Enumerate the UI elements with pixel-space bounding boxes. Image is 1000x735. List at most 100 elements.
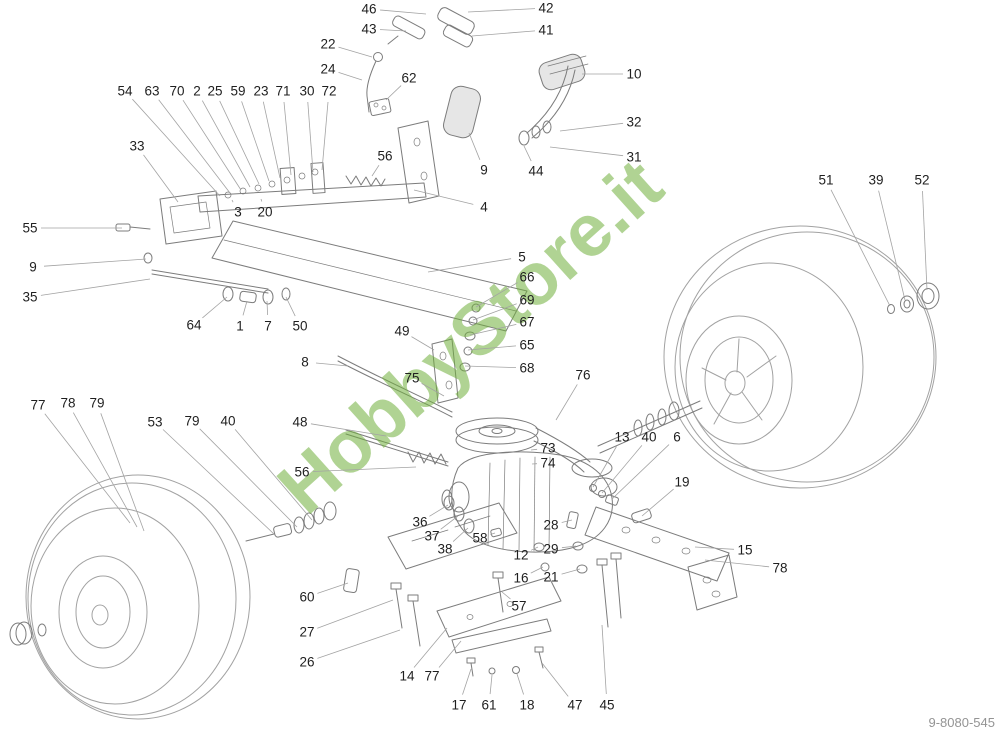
bolt-47	[534, 646, 544, 653]
callout-36-61: 36	[412, 515, 427, 530]
leader-line-39-45	[878, 190, 906, 301]
callout-75-42: 75	[404, 371, 419, 386]
callout-50-37: 50	[292, 319, 307, 334]
leader-line-65-39	[467, 345, 517, 351]
callout-14-76: 14	[399, 669, 415, 684]
bolt-17	[466, 657, 476, 664]
callout-25-12: 25	[207, 84, 222, 99]
leader-line-40-57	[601, 445, 643, 494]
leader-line-50-37	[285, 296, 296, 317]
callout-73-54: 73	[540, 441, 555, 456]
left-bracket-assembly	[115, 168, 319, 305]
brake-pedal-assembly	[518, 53, 589, 146]
callout-28-65: 28	[543, 518, 558, 533]
bolt-27	[390, 582, 402, 590]
callout-27-74: 27	[299, 625, 314, 640]
callout-60-72: 60	[299, 590, 314, 605]
callout-53-50: 53	[147, 415, 162, 430]
leader-line-72-17	[321, 101, 329, 171]
leader-line-16-69	[530, 566, 544, 574]
callout-45-82: 45	[599, 698, 614, 713]
leader-line-51-44	[830, 189, 891, 307]
leader-line-79-49	[100, 413, 145, 532]
bracket-49-75	[431, 338, 459, 404]
spring-56	[407, 451, 447, 465]
lower-brackets	[387, 502, 738, 654]
leader-line-35-31	[40, 278, 151, 296]
leader-line-25-12	[219, 100, 260, 185]
leader-line-31-20	[549, 146, 624, 157]
callout-10-7: 10	[626, 67, 641, 82]
left-hub-cap	[9, 621, 47, 646]
leader-line-9-22	[468, 132, 481, 160]
callout-22-4: 22	[320, 37, 335, 52]
leader-line-22-4	[338, 46, 373, 58]
callout-38-63: 38	[437, 542, 452, 557]
callout-30-16: 30	[299, 84, 314, 99]
callout-9-29: 9	[29, 260, 37, 275]
leader-line-49-38	[411, 336, 435, 351]
leader-line-59-13	[241, 101, 270, 182]
callout-41-3: 41	[538, 23, 553, 38]
callout-64-34: 64	[186, 318, 202, 333]
leader-line-78-48	[72, 412, 138, 528]
leader-line-19-60	[641, 488, 674, 517]
callout-77-77: 77	[424, 669, 439, 684]
callout-57-73: 57	[511, 599, 526, 614]
callout-8-41: 8	[301, 355, 309, 370]
leader-line-77-47	[44, 413, 131, 524]
callout-1-35: 1	[236, 319, 244, 334]
callout-16-69: 16	[513, 571, 528, 586]
callout-52-46: 52	[914, 173, 929, 188]
leader-line-41-3	[471, 30, 536, 37]
diagram-artwork	[9, 7, 940, 720]
leader-line-45-82	[601, 624, 607, 695]
leader-line-61-79	[489, 674, 493, 695]
leader-line-57-73	[501, 591, 511, 600]
callout-40-57: 40	[641, 430, 656, 445]
callout-62-6: 62	[401, 71, 416, 86]
bolt-55	[115, 223, 131, 232]
clip-58	[490, 527, 502, 538]
callout-33-19: 33	[129, 139, 144, 154]
callout-51-44: 51	[818, 173, 833, 188]
leader-line-77-77	[438, 640, 462, 668]
spring	[345, 175, 386, 187]
callout-37-62: 37	[424, 529, 439, 544]
right-rear-wheel	[663, 225, 937, 489]
leader-lines	[40, 8, 928, 697]
leader-line-78-71	[704, 559, 770, 568]
leader-line-79-51	[199, 428, 298, 528]
callout-78-71: 78	[772, 561, 787, 576]
callout-61-79: 61	[481, 698, 496, 713]
leader-line-60-72	[317, 582, 349, 594]
leader-line-38-63	[452, 527, 469, 542]
leader-line-66-30	[475, 282, 518, 308]
callout-43-2: 43	[361, 22, 376, 37]
callout-56-21: 56	[377, 149, 392, 164]
leader-line-40-52	[234, 429, 313, 521]
frame-plate	[197, 162, 528, 332]
leader-line-76-43	[555, 384, 578, 421]
leader-line-17-78	[462, 668, 472, 695]
left-axle-parts	[245, 501, 337, 542]
leader-line-28-65	[561, 519, 573, 523]
bolt-45	[596, 558, 608, 566]
callout-44-23: 44	[528, 164, 544, 179]
callout-55-27: 55	[22, 221, 37, 236]
mounting-plate-15	[584, 506, 730, 582]
bolt-57	[492, 571, 504, 579]
callout-78-48: 78	[60, 396, 75, 411]
callout-12-66: 12	[513, 548, 528, 563]
leader-line-20-26	[260, 198, 263, 202]
leader-line-68-40	[464, 365, 517, 368]
callout-76-43: 76	[575, 368, 590, 383]
part-code-label: 9-8080-545	[929, 715, 996, 730]
leader-line-69-32	[472, 303, 517, 321]
callout-20-26: 20	[257, 205, 272, 220]
leader-line-2-11	[201, 100, 251, 188]
pedal-pad-9	[443, 85, 481, 139]
leader-line-23-14	[262, 101, 281, 179]
